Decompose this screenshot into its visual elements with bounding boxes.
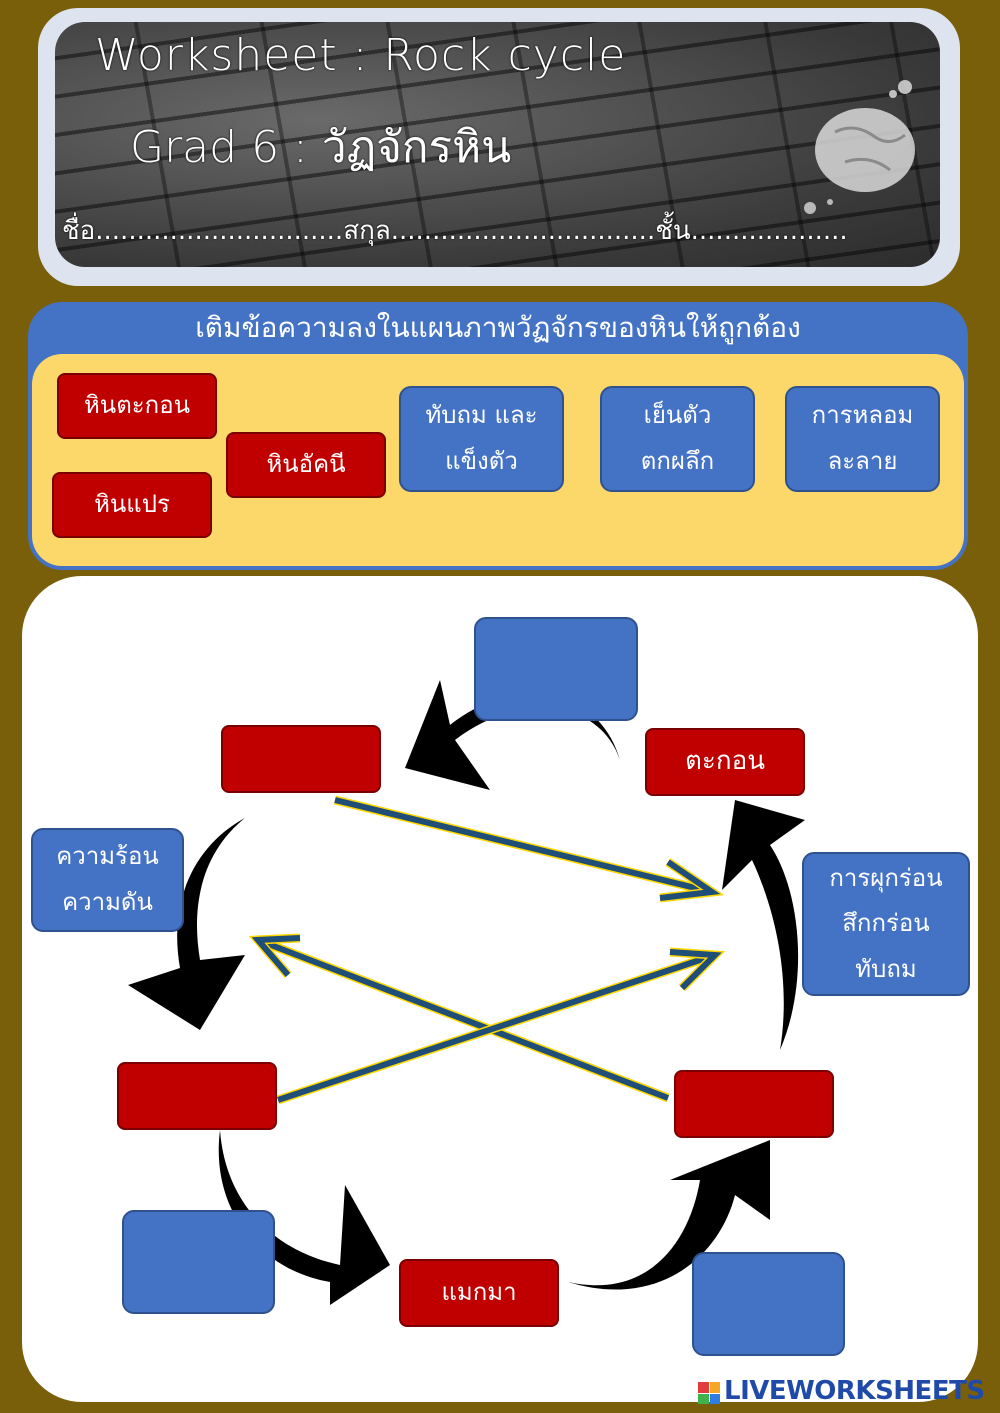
heat-pressure-line2: ความดัน <box>62 888 153 916</box>
weathering-line1: การผุกร่อน <box>829 863 943 892</box>
word-cooling-line2: ตกผลึก <box>640 447 715 475</box>
word-igneous-rock[interactable]: หินอัคนี <box>226 432 386 498</box>
rock-icon <box>804 80 915 214</box>
word-compaction-line2: แข็งตัว <box>445 447 518 475</box>
watermark: LIVEWORKSHEETS <box>724 1376 985 1406</box>
word-cooling[interactable]: เย็นตัวตกผลึก <box>600 386 755 492</box>
word-metamorphic-rock[interactable]: หินแปร <box>52 472 212 538</box>
word-compaction-line1: ทับถม และ <box>425 401 538 430</box>
word-melting[interactable]: การหลอมละลาย <box>785 386 940 492</box>
blank-box-top-left[interactable] <box>221 725 381 793</box>
blank-box-right[interactable] <box>674 1070 834 1138</box>
blank-box-top[interactable] <box>474 617 638 721</box>
word-cooling-line1: เย็นตัว <box>643 401 712 430</box>
worksheet-title: Worksheet : Rock cycle <box>95 30 627 81</box>
word-melting-line2: ละลาย <box>827 447 898 475</box>
liveworksheets-logo-icon <box>698 1382 720 1404</box>
blank-box-left[interactable] <box>117 1062 277 1130</box>
word-compaction[interactable]: ทับถม และแข็งตัว <box>399 386 564 492</box>
weathering-line3: ทับถม <box>855 954 917 983</box>
word-melting-line1: การหลอม <box>811 401 914 430</box>
blank-box-bottom-right[interactable] <box>692 1252 845 1356</box>
weathering-line2: สึกกร่อน <box>842 909 930 938</box>
instruction-text: เติมข้อความลงในแผนภาพวัฏจักรของหินให้ถูก… <box>195 311 801 344</box>
grade-title: Grad 6 : วัฏจักรหิน <box>130 122 512 173</box>
word-sedimentary-rock[interactable]: หินตะกอน <box>57 373 217 439</box>
magma-box: แมกมา <box>399 1259 559 1327</box>
heat-pressure-line1: ความร้อน <box>56 842 159 871</box>
header-stone-background <box>55 22 940 267</box>
heat-pressure-box: ความร้อนความดัน <box>31 828 184 932</box>
blank-box-bottom-left[interactable] <box>122 1210 275 1314</box>
student-name-line: ชื่อ..............................สกุล..… <box>62 216 848 246</box>
weathering-box: การผุกร่อนสึกกร่อนทับถม <box>802 852 970 996</box>
sediment-box: ตะกอน <box>645 728 805 796</box>
